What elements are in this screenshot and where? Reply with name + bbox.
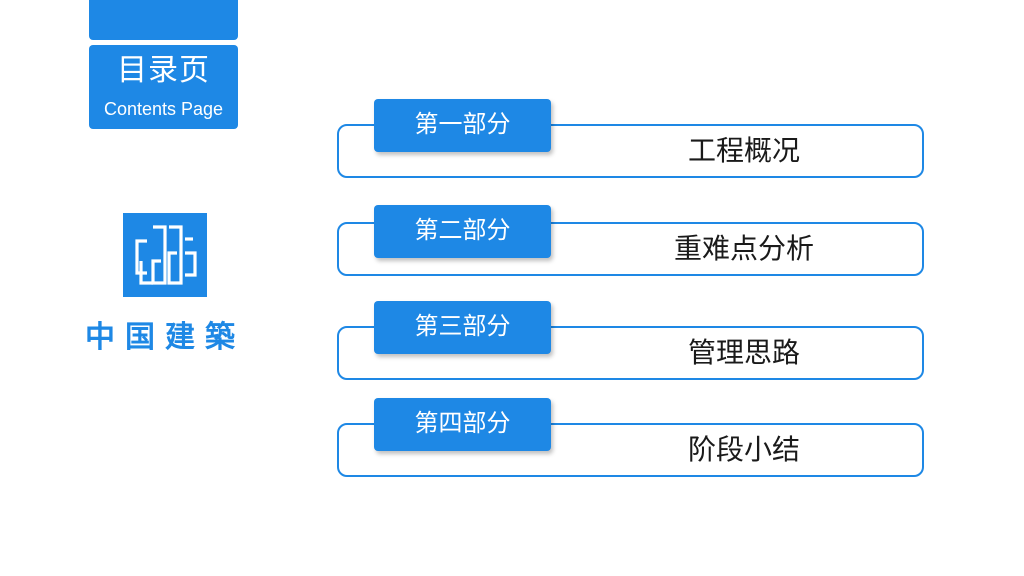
company-name: 中国建築 xyxy=(85,320,245,355)
section-tag-3[interactable]: 第三部分 xyxy=(374,301,551,354)
section-label: 工程概况 xyxy=(687,134,800,167)
contents-title: 目录页 xyxy=(117,53,210,88)
contents-header-box: 目录页 Contents Page xyxy=(89,45,238,129)
section-card-2[interactable]: 重难点分析 xyxy=(337,222,924,276)
section-tag-4[interactable]: 第四部分 xyxy=(374,398,551,451)
section-label: 重难点分析 xyxy=(673,232,814,265)
section-tag-2[interactable]: 第二部分 xyxy=(374,205,551,258)
top-decor-tab xyxy=(89,0,238,40)
section-label: 管理思路 xyxy=(687,336,800,369)
section-label: 阶段小结 xyxy=(687,433,800,466)
section-tag-1[interactable]: 第一部分 xyxy=(374,99,551,152)
cscec-logo-icon xyxy=(123,213,207,297)
contents-subtitle: Contents Page xyxy=(103,99,224,119)
